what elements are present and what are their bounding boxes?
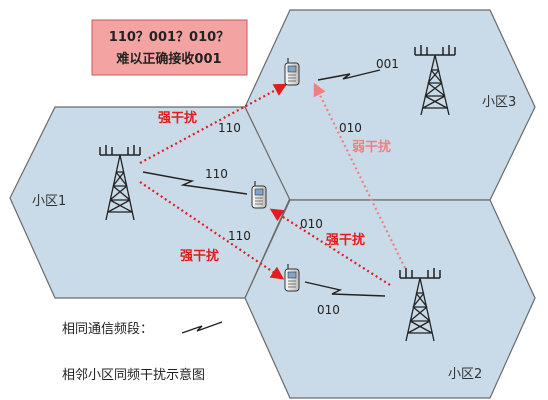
signal-label-010-mid: 010 [300, 217, 323, 231]
cell-2-label: 小区2 [448, 367, 482, 382]
interference-label-strong-right: 强干扰 [326, 232, 365, 248]
diagram-caption: 相邻小区同频干扰示意图 [62, 367, 205, 383]
tower-icon-cell-1 [99, 145, 141, 221]
legend-label: 相同通信频段： [62, 322, 153, 337]
signal-label-001: 001 [376, 57, 399, 71]
cell-1-label: 小区1 [32, 194, 66, 209]
signal-label-010-bottom: 010 [317, 303, 340, 317]
signal-label-110-top: 110 [218, 121, 241, 135]
cell-3-label: 小区3 [482, 95, 516, 110]
signal-label-110-mid: 110 [205, 167, 228, 181]
callout-box [91, 19, 248, 76]
callout-line-1: 110？001？010？ [109, 30, 229, 45]
strong-interference-arrow-right [269, 208, 391, 286]
signal-zigzag-cell3 [317, 69, 381, 81]
tower-icon-cell-2 [399, 268, 441, 342]
signal-label-110-bottom: 110 [228, 229, 251, 243]
legend-zigzag [181, 321, 223, 334]
signal-zigzag-cell2 [304, 281, 386, 297]
interference-label-strong-bottom: 强干扰 [180, 248, 219, 264]
callout-line-2: 难以正确接收001 [115, 51, 221, 67]
cell-2-hexagon [244, 199, 536, 399]
interference-label-weak: 弱干扰 [352, 139, 391, 155]
signal-label-010-top: 010 [339, 121, 362, 135]
strong-interference-arrow-bottom [139, 181, 285, 280]
interference-label-strong-top: 强干扰 [158, 110, 197, 126]
tower-icon-cell-3 [414, 45, 456, 116]
weak-interference-arrow [313, 82, 406, 269]
phone-icon-middle [251, 181, 267, 209]
phone-icon-bottom [284, 264, 300, 292]
signal-zigzag-cell1 [142, 171, 248, 195]
phone-icon-top [284, 58, 300, 86]
